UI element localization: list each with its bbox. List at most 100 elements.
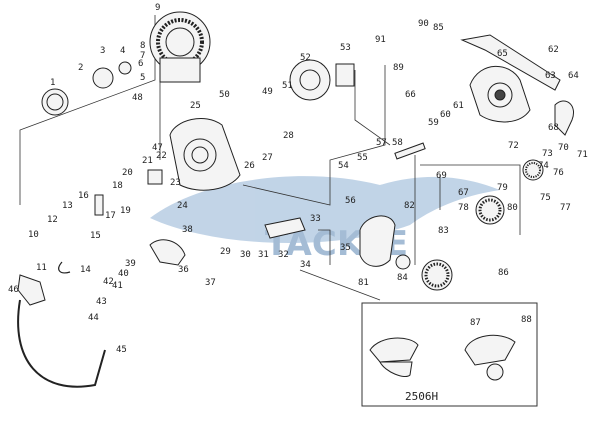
handle-arm xyxy=(460,34,561,91)
part-number-52: 52 xyxy=(300,53,311,63)
part-number-79: 79 xyxy=(497,183,508,193)
part-number-27: 27 xyxy=(262,153,273,163)
part-number-63: 63 xyxy=(545,71,556,81)
part-number-87: 87 xyxy=(470,318,481,328)
part-number-23: 23 xyxy=(170,178,181,188)
main-gear xyxy=(475,195,505,225)
part-number-6: 6 xyxy=(138,59,143,69)
part-number-32: 32 xyxy=(278,250,289,260)
part-number-89: 89 xyxy=(393,63,404,73)
part-number-51: 51 xyxy=(282,81,293,91)
handle-knob-a xyxy=(369,337,419,377)
part-number-55: 55 xyxy=(357,153,368,163)
spacer-ring xyxy=(395,254,411,270)
part-number-4: 4 xyxy=(120,46,125,56)
part-number-88: 88 xyxy=(521,315,532,325)
part-number-17: 17 xyxy=(105,211,116,221)
part-number-42: 42 xyxy=(103,277,114,287)
part-number-34: 34 xyxy=(300,260,311,270)
bail-support xyxy=(149,239,186,266)
drive-shaft xyxy=(394,142,426,160)
part-number-18: 18 xyxy=(112,181,123,191)
part-number-58: 58 xyxy=(392,138,403,148)
part-number-45: 45 xyxy=(116,345,127,355)
crank xyxy=(554,100,574,136)
part-number-82: 82 xyxy=(404,201,415,211)
part-number-90: 90 xyxy=(418,19,429,29)
part-number-91: 91 xyxy=(375,35,386,45)
part-number-38: 38 xyxy=(182,225,193,235)
part-number-37: 37 xyxy=(205,278,216,288)
shaft-collar xyxy=(94,194,104,216)
part-number-41: 41 xyxy=(112,281,123,291)
pinion-gear xyxy=(522,159,544,181)
part-number-69: 69 xyxy=(436,171,447,181)
part-number-84: 84 xyxy=(397,273,408,283)
part-number-64: 64 xyxy=(568,71,579,81)
part-number-60: 60 xyxy=(440,110,451,120)
part-number-8: 8 xyxy=(140,41,145,51)
part-number-70: 70 xyxy=(558,143,569,153)
part-number-49: 49 xyxy=(262,87,273,97)
part-number-48: 48 xyxy=(132,93,143,103)
part-number-85: 85 xyxy=(433,23,444,33)
part-number-53: 53 xyxy=(340,43,351,53)
part-number-62: 62 xyxy=(548,45,559,55)
part-number-44: 44 xyxy=(88,313,99,323)
part-number-76: 76 xyxy=(553,168,564,178)
part-number-21: 21 xyxy=(142,156,153,166)
part-number-46: 46 xyxy=(8,285,19,295)
part-number-9: 9 xyxy=(155,3,160,13)
drag-washer xyxy=(92,67,114,89)
part-number-33: 33 xyxy=(310,214,321,224)
part-number-24: 24 xyxy=(177,201,188,211)
part-number-22: 22 xyxy=(156,151,167,161)
part-number-71: 71 xyxy=(577,150,588,160)
part-number-54: 54 xyxy=(338,161,349,171)
part-number-20: 20 xyxy=(122,168,133,178)
part-number-56: 56 xyxy=(345,196,356,206)
part-number-28: 28 xyxy=(283,131,294,141)
part-number-14: 14 xyxy=(80,265,91,275)
part-number-78: 78 xyxy=(458,203,469,213)
part-number-16: 16 xyxy=(78,191,89,201)
part-number-81: 81 xyxy=(358,278,369,288)
rotor xyxy=(169,117,241,191)
part-number-61: 61 xyxy=(453,101,464,111)
part-number-5: 5 xyxy=(140,73,145,83)
part-number-43: 43 xyxy=(96,297,107,307)
part-number-1: 1 xyxy=(50,78,55,88)
handle-knob-b xyxy=(464,334,516,381)
part-number-11: 11 xyxy=(36,263,47,273)
part-number-47: 47 xyxy=(152,143,163,153)
spool xyxy=(149,11,211,83)
part-number-30: 30 xyxy=(240,250,251,260)
part-number-68: 68 xyxy=(548,123,559,133)
part-number-10: 10 xyxy=(28,230,39,240)
part-number-50: 50 xyxy=(219,90,230,100)
clip-ring xyxy=(58,261,71,274)
part-number-59: 59 xyxy=(428,118,439,128)
drag-knob xyxy=(41,88,69,116)
part-number-57: 57 xyxy=(376,138,387,148)
part-number-40: 40 xyxy=(118,269,129,279)
part-number-26: 26 xyxy=(244,161,255,171)
part-number-36: 36 xyxy=(178,265,189,275)
part-number-31: 31 xyxy=(258,250,269,260)
part-number-25: 25 xyxy=(190,101,201,111)
part-number-83: 83 xyxy=(438,226,449,236)
part-number-13: 13 xyxy=(62,201,73,211)
part-number-67: 67 xyxy=(458,188,469,198)
part-number-15: 15 xyxy=(90,231,101,241)
part-number-7: 7 xyxy=(140,51,145,61)
part-number-77: 77 xyxy=(560,203,571,213)
part-number-65: 65 xyxy=(497,49,508,59)
side-plate xyxy=(359,215,396,267)
spool-washer xyxy=(118,61,132,75)
part-number-73: 73 xyxy=(542,149,553,159)
part-number-12: 12 xyxy=(47,215,58,225)
part-number-74: 74 xyxy=(538,161,549,171)
reel-body xyxy=(469,65,531,123)
